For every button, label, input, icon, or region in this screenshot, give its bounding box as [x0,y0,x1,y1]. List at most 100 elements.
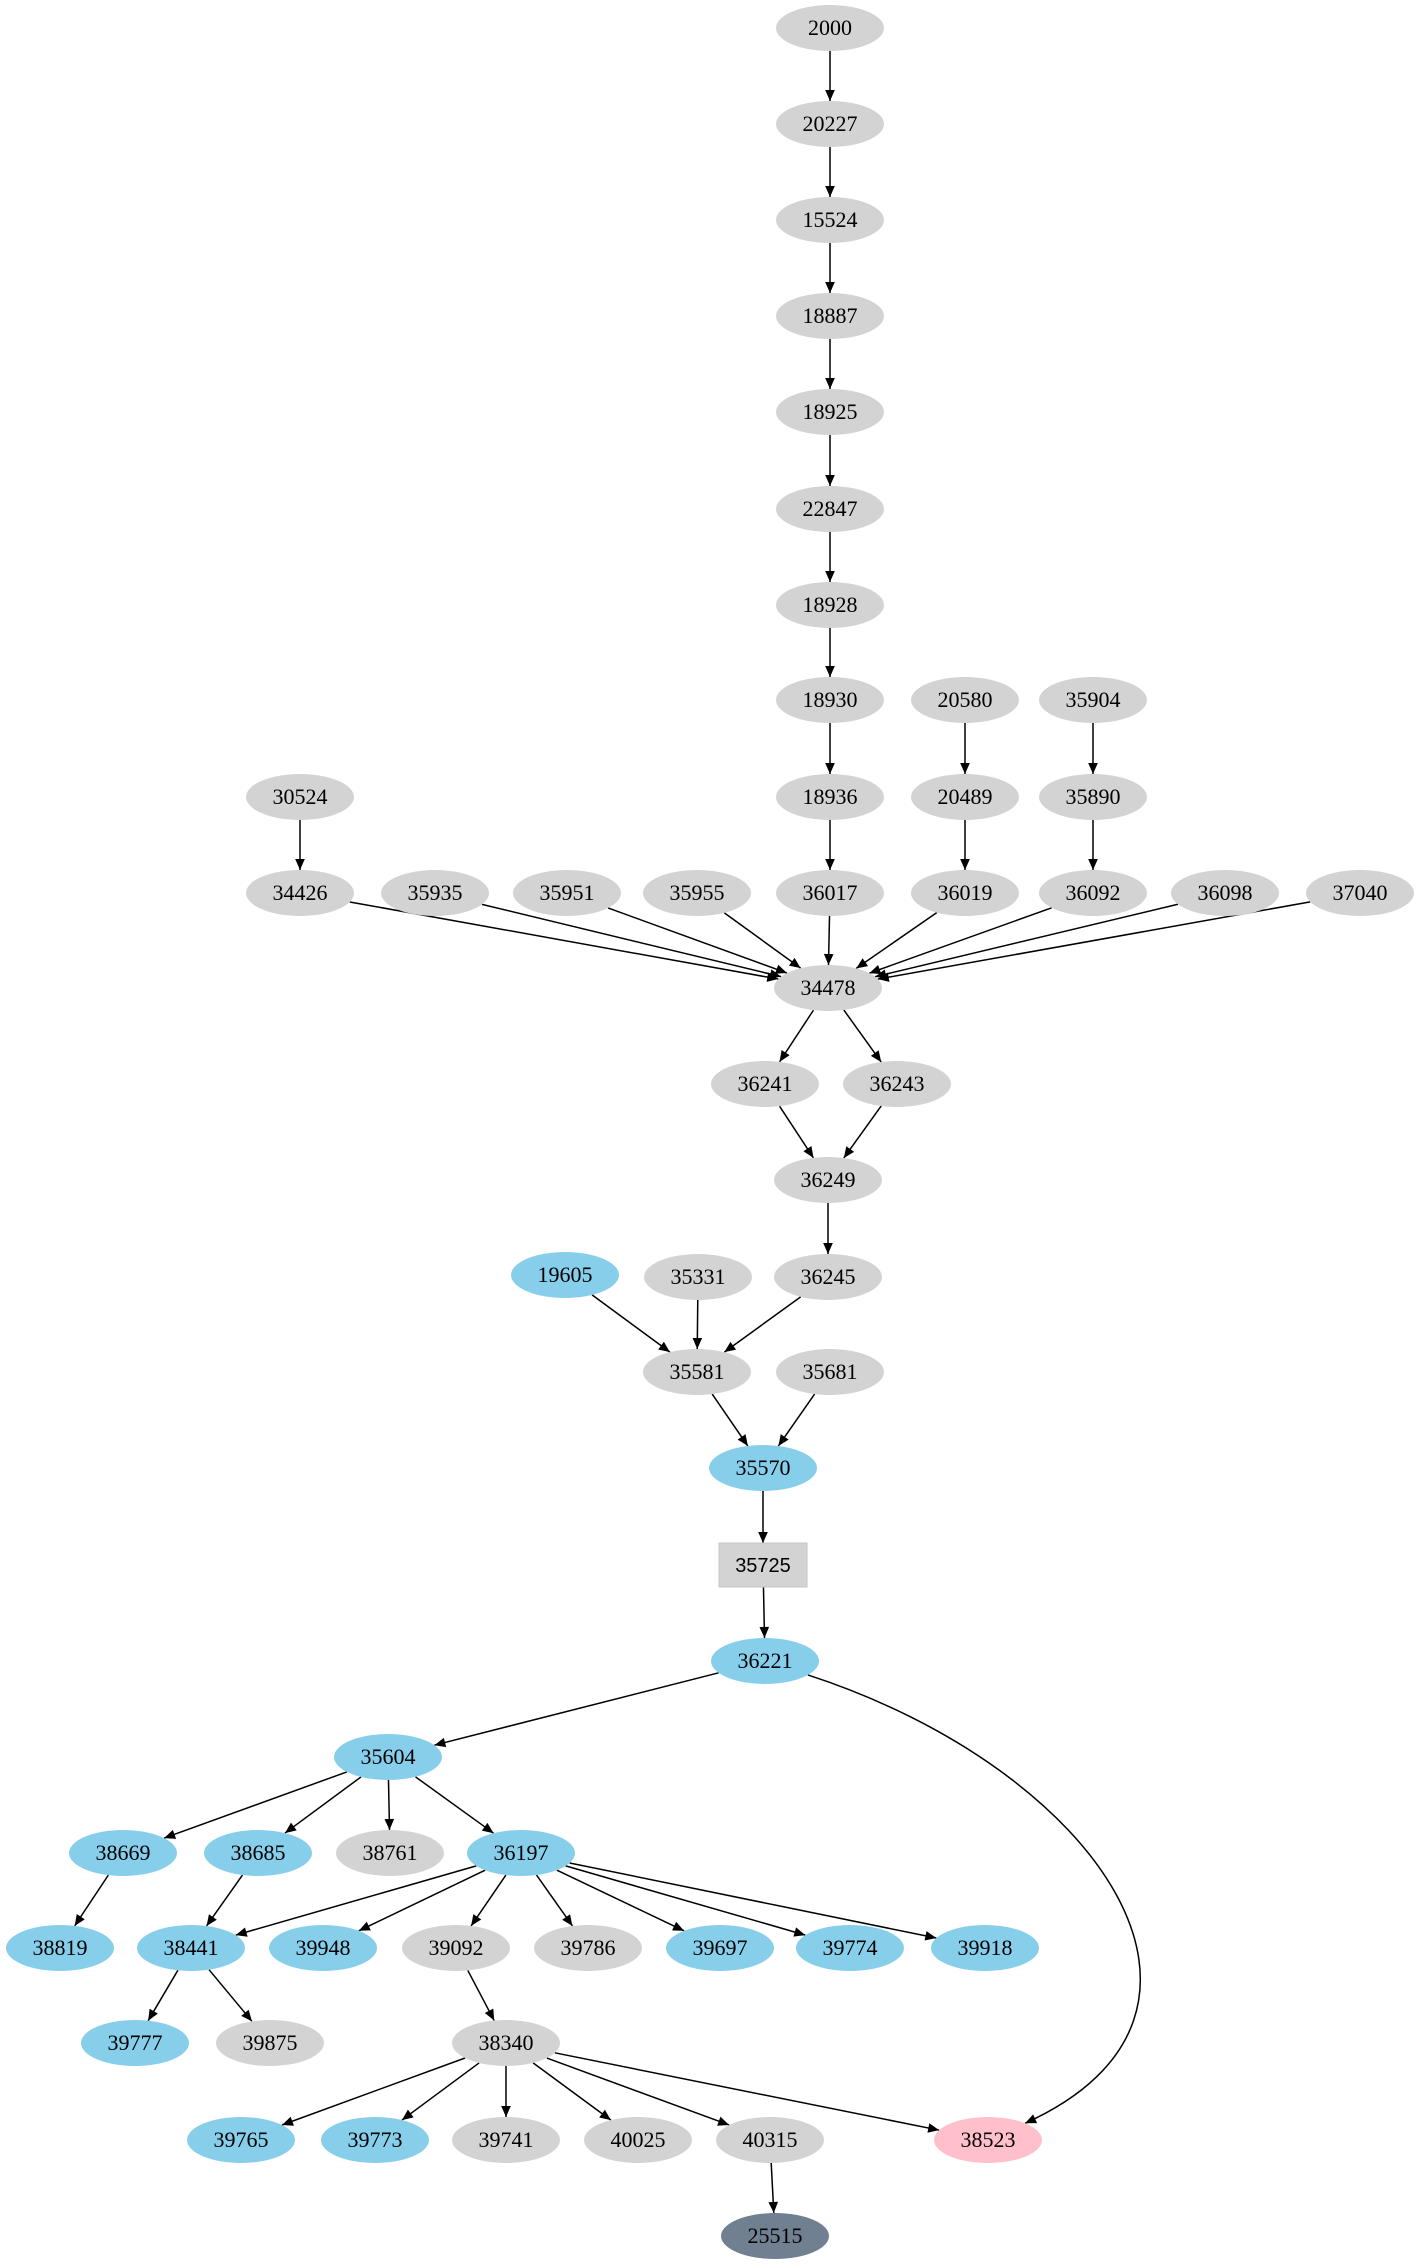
node-38340: 38340 [452,2020,560,2066]
node-label: 22847 [803,496,858,521]
node-ellipse-shape [81,2020,189,2066]
node-label: 18936 [803,784,858,809]
node-ellipse-shape [336,1830,444,1876]
node-label: 19605 [538,1262,593,1287]
node-20227: 20227 [776,101,884,147]
node-39918: 39918 [931,1925,1039,1971]
node-label: 2000 [808,15,852,40]
node-ellipse-shape [776,101,884,147]
node-box-shape [718,1542,808,1588]
node-label: 39918 [958,1935,1013,1960]
node-30524: 30524 [246,774,354,820]
node-label: 18928 [803,592,858,617]
node-40315: 40315 [716,2117,824,2163]
node-39786: 39786 [534,1925,642,1971]
edge-36221-35604 [434,1672,719,1748]
edge-36243-36249 [843,1105,882,1159]
node-35935: 35935 [381,870,489,916]
node-35725: 35725 [718,1542,808,1588]
node-ellipse-shape [776,486,884,532]
node-ellipse-shape [1306,870,1414,916]
node-label: 15524 [803,207,858,232]
node-ellipse-shape [643,870,751,916]
node-36019: 36019 [911,870,1019,916]
node-38669: 38669 [69,1830,177,1876]
edge-38669-38819 [74,1874,109,1927]
node-35604: 35604 [334,1734,442,1780]
node-39875: 39875 [216,2020,324,2066]
node-label: 36249 [801,1167,856,1192]
node-label: 38523 [961,2127,1016,2152]
edge-35935-34478 [481,903,782,979]
edge-36197-39774 [565,1865,806,1937]
node-18925: 18925 [776,389,884,435]
node-35951: 35951 [513,870,621,916]
node-36197: 36197 [467,1830,575,1876]
node-22847: 22847 [776,486,884,532]
edge-38340-39773 [401,2062,480,2121]
node-20489: 20489 [911,774,1019,820]
node-ellipse-shape [1171,870,1279,916]
node-label: 39697 [693,1935,748,1960]
edge-38340-40315 [546,2057,730,2126]
edge-19605-35581 [591,1294,671,1353]
node-ellipse-shape [774,1254,882,1300]
node-36092: 36092 [1039,870,1147,916]
edge-40315-25515 [768,2162,779,2214]
node-ellipse-shape [511,1252,619,1298]
node-35570: 35570 [709,1445,817,1491]
edge-36241-36249 [778,1105,815,1159]
edge-38340-39765 [281,2057,466,2126]
node-39777: 39777 [81,2020,189,2066]
node-ellipse-shape [644,1254,752,1300]
node-ellipse-shape [269,1925,377,1971]
node-38441: 38441 [137,1925,245,1971]
edge-35604-38761 [384,1779,395,1831]
node-label: 38340 [479,2030,534,2055]
node-ellipse-shape [6,1925,114,1971]
node-ellipse-shape [776,293,884,339]
edge-38340-38523 [554,2052,940,2133]
node-ellipse-shape [776,197,884,243]
node-label: 36241 [738,1071,793,1096]
node-39773: 39773 [321,2117,429,2163]
node-36241: 36241 [711,1061,819,1107]
edge-36197-39092 [470,1874,507,1927]
node-40025: 40025 [584,2117,692,2163]
node-label: 36098 [1198,880,1253,905]
node-label: 38819 [33,1935,88,1960]
node-label: 30524 [273,784,328,809]
node-39948: 39948 [269,1925,377,1971]
node-ellipse-shape [321,2117,429,2163]
node-label: 40315 [743,2127,798,2152]
node-ellipse-shape [843,1061,951,1107]
edge-35604-38685 [284,1776,362,1834]
node-39765: 39765 [187,2117,295,2163]
node-label: 36245 [801,1264,856,1289]
node-35581: 35581 [643,1349,751,1395]
node-label: 35725 [735,1555,791,1577]
edge-36221-38523 [807,1674,1142,2124]
edge-36197-39918 [569,1862,937,1941]
edge-38441-39777 [147,1969,179,2022]
node-ellipse-shape [69,1830,177,1876]
edge-35604-36197 [415,1776,494,1834]
node-15524: 15524 [776,197,884,243]
node-label: 18925 [803,399,858,424]
node-19605: 19605 [511,1252,619,1298]
edge-35581-35570 [711,1393,749,1447]
node-ellipse-shape [776,582,884,628]
node-ellipse-shape [911,677,1019,723]
node-label: 39765 [214,2127,269,2152]
edge-35681-35570 [777,1393,816,1447]
node-label: 39948 [296,1935,351,1960]
node-ellipse-shape [666,1925,774,1971]
node-label: 38441 [164,1935,219,1960]
node-38761: 38761 [336,1830,444,1876]
node-34478: 34478 [774,965,882,1011]
node-label: 38669 [96,1840,151,1865]
node-label: 34426 [273,880,328,905]
node-ellipse-shape [776,870,884,916]
